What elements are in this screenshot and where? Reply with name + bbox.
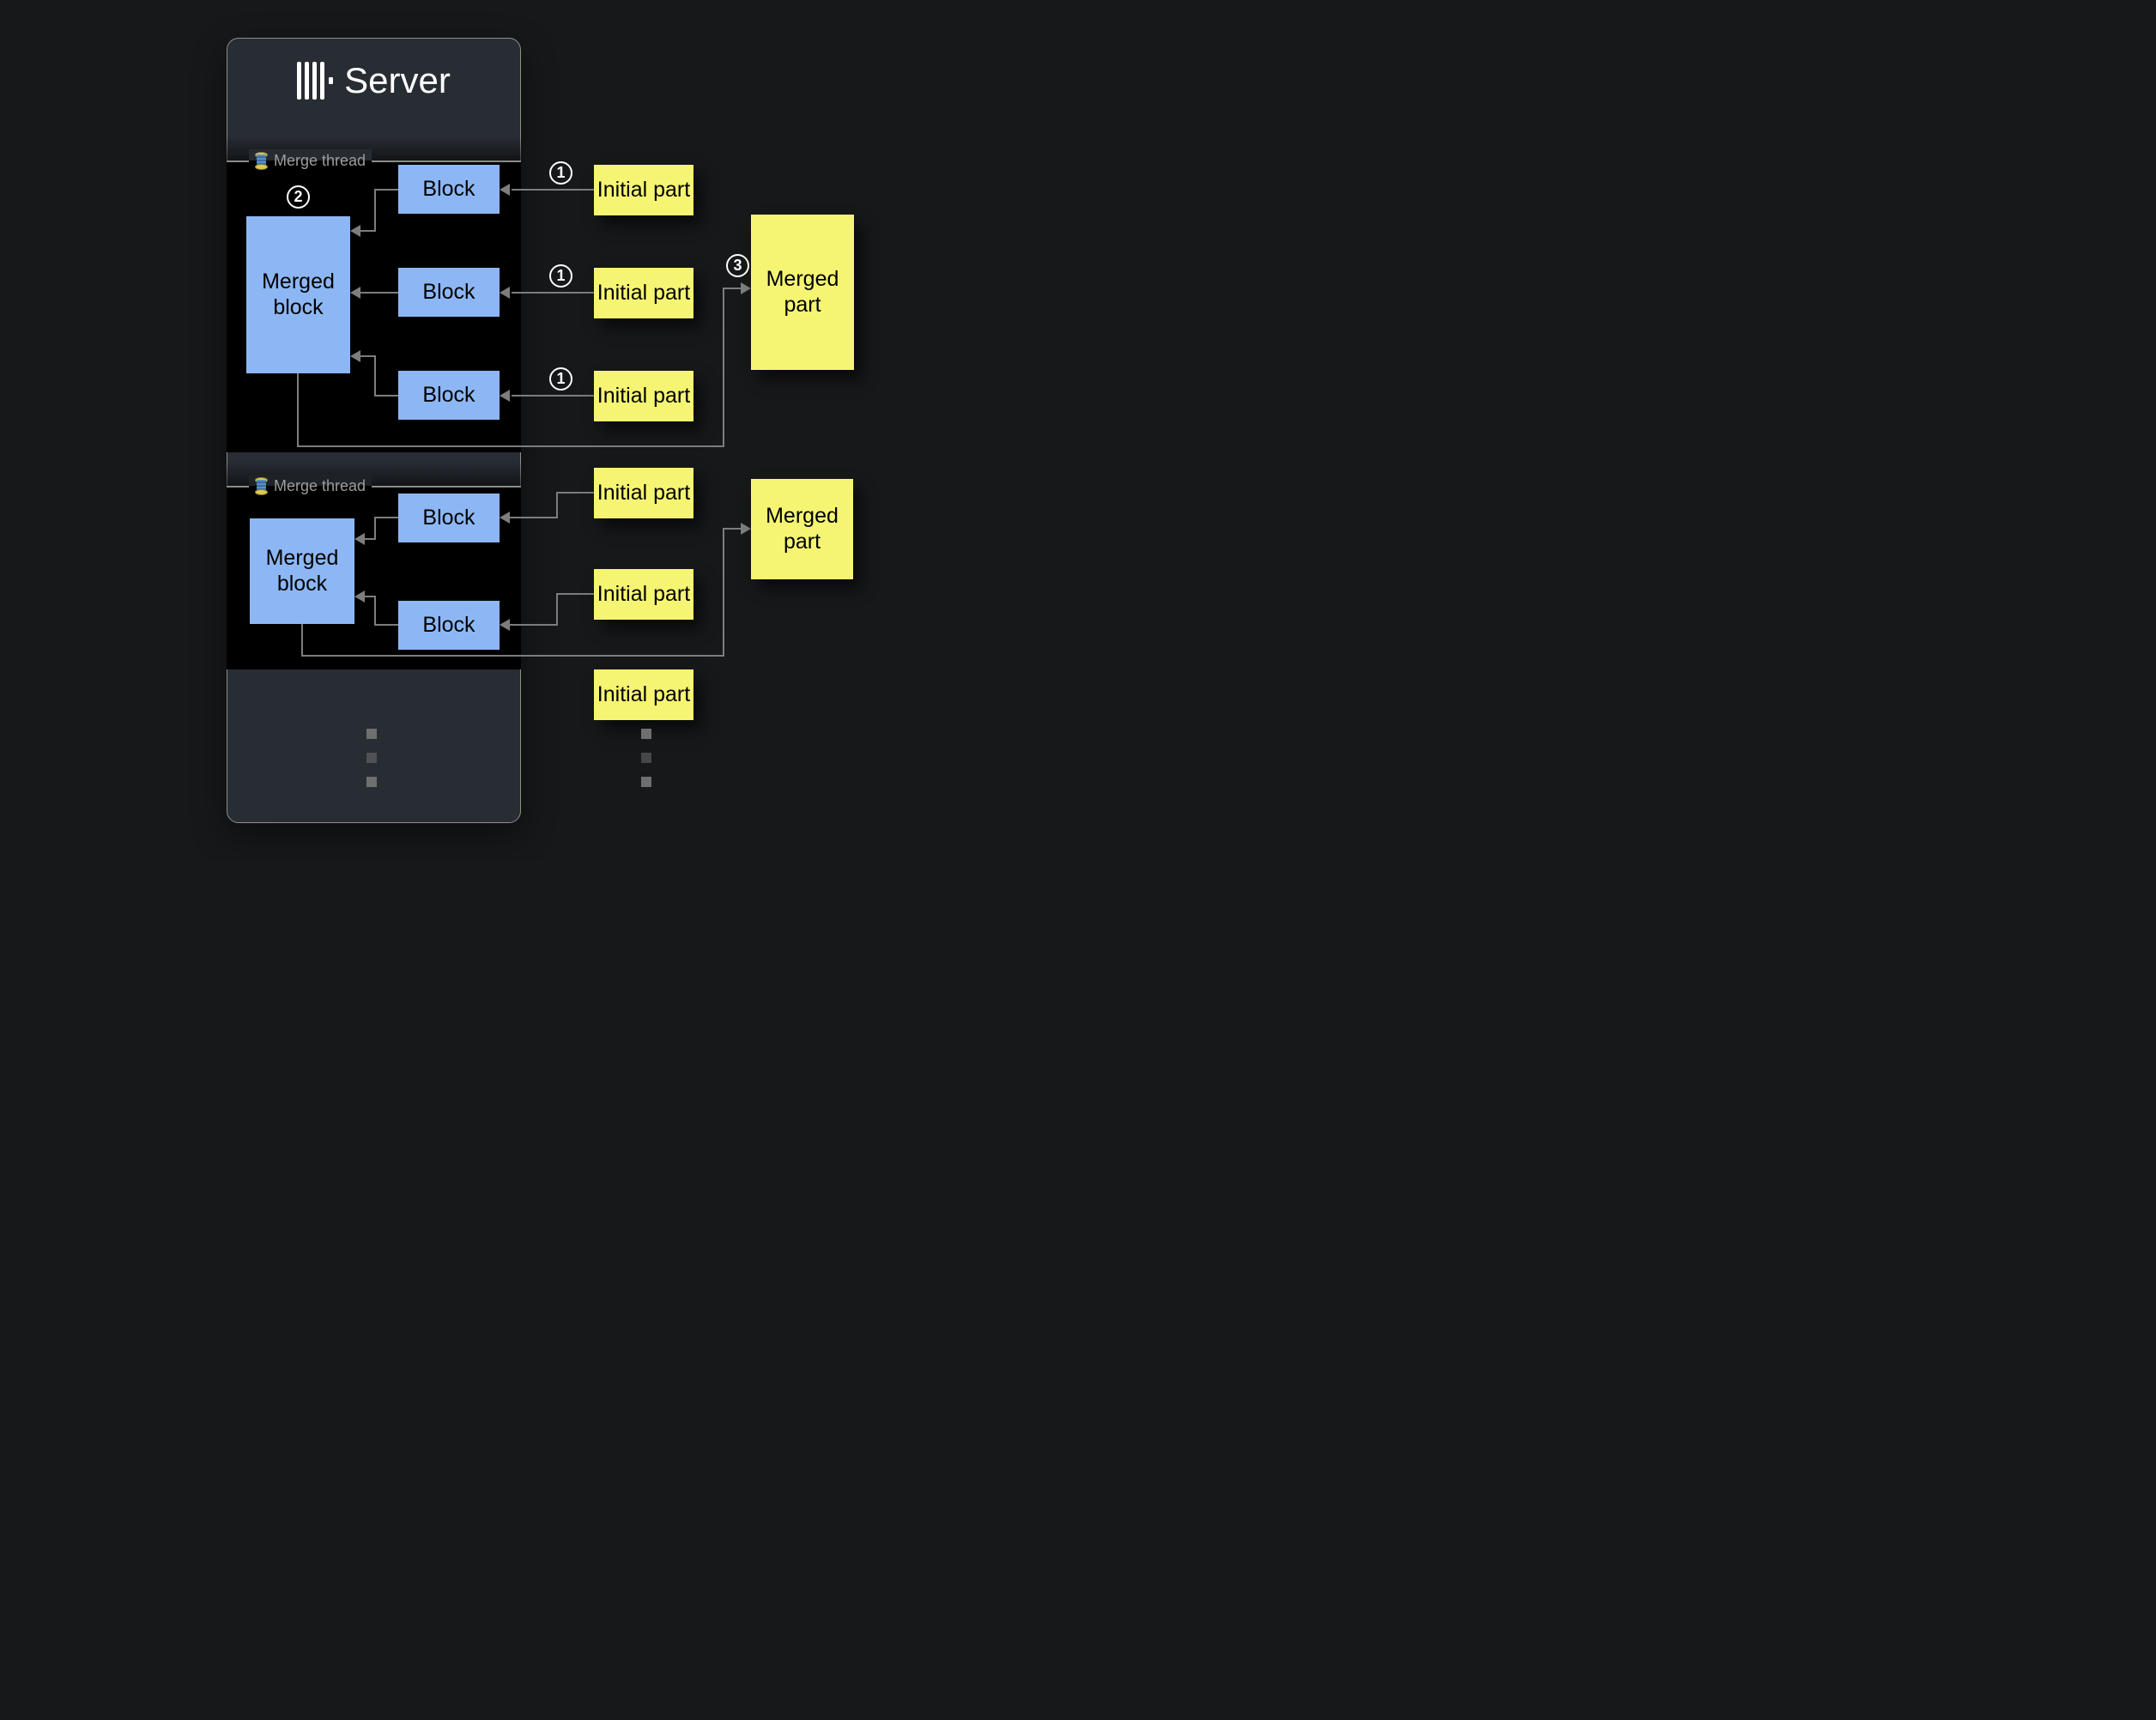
arrow-block1-to-mergedblock [374, 189, 376, 231]
block-4: Block [398, 494, 500, 542]
merge-thread-label-text: Merge thread [274, 476, 366, 494]
arrow-block3-to-mergedblock [375, 395, 398, 397]
arrow-mergedblock1-to-mergedpart1 [297, 373, 299, 447]
initial-part-6: Initial part [594, 669, 693, 720]
initial-part-1: Initial part [594, 165, 693, 215]
arrow-initialpart3-to-block3 [512, 395, 594, 397]
arrow-initialpart5-to-block5 [558, 593, 594, 595]
arrowhead-left-icon [354, 533, 365, 545]
arrow-mergedblock2-to-mergedpart2 [723, 528, 724, 657]
arrow-initialpart4-to-block4 [510, 517, 558, 518]
step-badge-1: 1 [549, 161, 572, 185]
initial-part-5: Initial part [594, 569, 693, 620]
arrow-block3-to-mergedblock [360, 355, 376, 357]
vertical-ellipsis-dots [366, 777, 377, 787]
arrow-initialpart1-to-block1 [512, 189, 594, 191]
arrowhead-left-icon [500, 390, 510, 402]
arrow-mergedblock1-to-mergedpart1 [723, 288, 724, 447]
arrow-block4-to-mergedblock2 [374, 517, 376, 540]
arrowhead-right-icon [741, 282, 751, 294]
merged-part-1: Merged part [751, 215, 854, 370]
arrowhead-left-icon [350, 225, 360, 237]
arrowhead-left-icon [500, 184, 510, 196]
block-2: Block [398, 268, 500, 317]
arrow-mergedblock1-to-mergedpart1 [724, 288, 741, 289]
arrow-mergedblock1-to-mergedpart1 [297, 445, 724, 447]
step-badge-2: 2 [287, 185, 310, 209]
step-badge-1: 1 [549, 367, 572, 391]
arrow-initialpart4-to-block4 [556, 492, 558, 518]
block-3: Block [398, 371, 500, 420]
arrow-block5-to-mergedblock2 [374, 596, 376, 626]
initial-part-3: Initial part [594, 371, 693, 421]
arrow-mergedblock2-to-mergedpart2 [301, 624, 303, 657]
block-5: Block [398, 601, 500, 650]
arrow-block5-to-mergedblock2 [365, 596, 375, 597]
arrow-block1-to-mergedblock [375, 189, 398, 191]
initial-part-4: Initial part [594, 468, 693, 518]
arrow-mergedblock2-to-mergedpart2 [724, 528, 741, 530]
arrowhead-left-icon [350, 350, 360, 362]
server-title: Server [344, 60, 451, 100]
arrow-initialpart2-to-block2 [512, 292, 594, 294]
arrow-block1-to-mergedblock [360, 230, 376, 232]
merge-thread-label-text: Merge thread [274, 151, 366, 169]
merged-block-1: Merged block [246, 216, 350, 373]
arrowhead-left-icon [500, 512, 510, 524]
arrowhead-left-icon [500, 287, 510, 299]
step-badge-3: 3 [726, 254, 749, 277]
vertical-ellipsis-dots [641, 753, 651, 763]
arrowhead-left-icon [500, 619, 510, 631]
arrowhead-left-icon [354, 590, 365, 603]
arrowhead-left-icon [350, 287, 360, 299]
block-1: Block [398, 165, 500, 214]
clickhouse-logo-icon [297, 62, 334, 100]
merge-thread-label-1: Merge thread [249, 149, 372, 172]
arrow-block2-to-mergedblock [360, 292, 398, 294]
merge-thread-label-2: Merge thread [249, 475, 372, 497]
arrow-block3-to-mergedblock [374, 355, 376, 397]
step-badge-1: 1 [549, 264, 572, 288]
arrow-block4-to-mergedblock2 [365, 538, 375, 540]
server-header: Server [227, 38, 521, 124]
vertical-ellipsis-dots [366, 729, 377, 739]
arrow-block4-to-mergedblock2 [375, 517, 398, 518]
thread-spool-icon [255, 476, 268, 495]
arrow-block5-to-mergedblock2 [375, 624, 398, 626]
arrow-initialpart5-to-block5 [510, 624, 558, 626]
arrow-mergedblock2-to-mergedpart2 [301, 655, 724, 657]
arrow-initialpart5-to-block5 [556, 593, 558, 626]
arrowhead-right-icon [741, 523, 751, 535]
initial-part-2: Initial part [594, 268, 693, 318]
thread-spool-icon [255, 151, 268, 170]
diagram-canvas: Server Merge thread Merge thread [0, 0, 1078, 860]
merged-block-2: Merged block [250, 518, 354, 624]
merged-part-2: Merged part [751, 479, 853, 579]
vertical-ellipsis-dots [641, 777, 651, 787]
vertical-ellipsis-dots [366, 753, 377, 763]
vertical-ellipsis-dots [641, 729, 651, 739]
arrow-initialpart4-to-block4 [558, 492, 594, 494]
